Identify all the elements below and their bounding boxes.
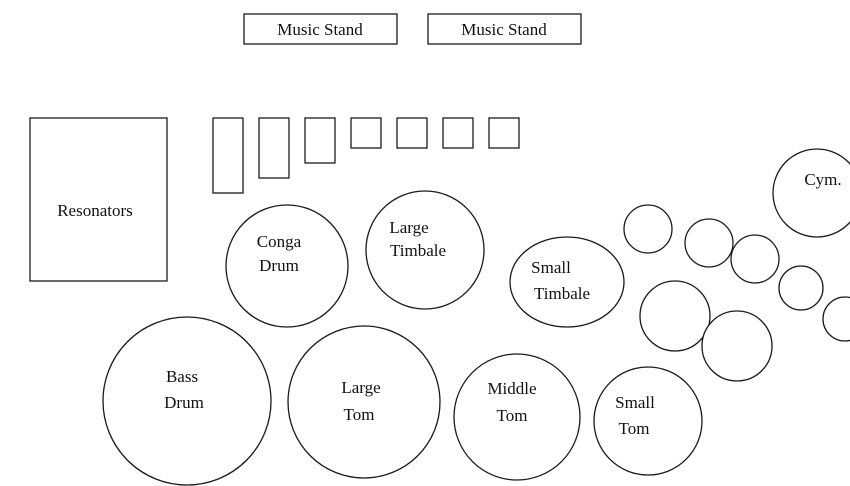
- music-stand-1: Music Stand: [243, 13, 398, 45]
- bar: [396, 117, 428, 149]
- middle-tom-label-line1: Middle: [487, 379, 536, 398]
- bar: [442, 117, 474, 149]
- bar: [304, 117, 336, 164]
- conga-drum-label-line1: Conga: [257, 232, 302, 251]
- middle-tom: Middle Tom: [453, 353, 581, 481]
- bass-drum-label-line2: Drum: [164, 393, 204, 412]
- resonators: Resonators: [29, 117, 168, 282]
- music-stand-2: Music Stand: [427, 13, 582, 45]
- small-drum: [684, 218, 734, 268]
- medium-drum: [701, 310, 773, 382]
- bars: [212, 117, 520, 194]
- music-stand-1-label: Music Stand: [277, 20, 363, 39]
- large-tom-label-line2: Tom: [344, 405, 375, 424]
- resonators-label: Resonators: [57, 201, 133, 220]
- large-tom: Large Tom: [287, 325, 441, 479]
- small-tom-label-line1: Small: [615, 393, 655, 412]
- small-tom-label-line2: Tom: [619, 419, 650, 438]
- music-stand-2-label: Music Stand: [461, 20, 547, 39]
- large-tom-label-line1: Large: [341, 378, 380, 397]
- cymbal-label: Cym.: [804, 170, 841, 189]
- bass-drum-label-line1: Bass: [166, 367, 198, 386]
- small-drum: [778, 265, 824, 311]
- small-timbale-label-line1: Small: [531, 258, 571, 277]
- small-tom: Small Tom: [593, 366, 703, 476]
- conga-drum: Conga Drum: [225, 204, 349, 328]
- cymbal: Cym.: [772, 148, 850, 238]
- middle-tom-label-line2: Tom: [497, 406, 528, 425]
- small-drum: [822, 296, 850, 342]
- small-drums: [623, 204, 850, 382]
- small-timbale-label-line2: Timbale: [534, 284, 590, 303]
- bar: [212, 117, 244, 194]
- large-timbale-label-line2: Timbale: [390, 241, 446, 260]
- medium-drum: [639, 280, 711, 352]
- large-timbale-label-line1: Large: [389, 218, 428, 237]
- bar: [488, 117, 520, 149]
- bass-drum: Bass Drum: [102, 316, 272, 486]
- bar: [350, 117, 382, 149]
- small-drum: [623, 204, 673, 254]
- small-timbale: Small Timbale: [509, 236, 625, 328]
- small-drum: [730, 234, 780, 284]
- conga-drum-label-line2: Drum: [259, 256, 299, 275]
- bar: [258, 117, 290, 179]
- large-timbale: Large Timbale: [365, 190, 485, 310]
